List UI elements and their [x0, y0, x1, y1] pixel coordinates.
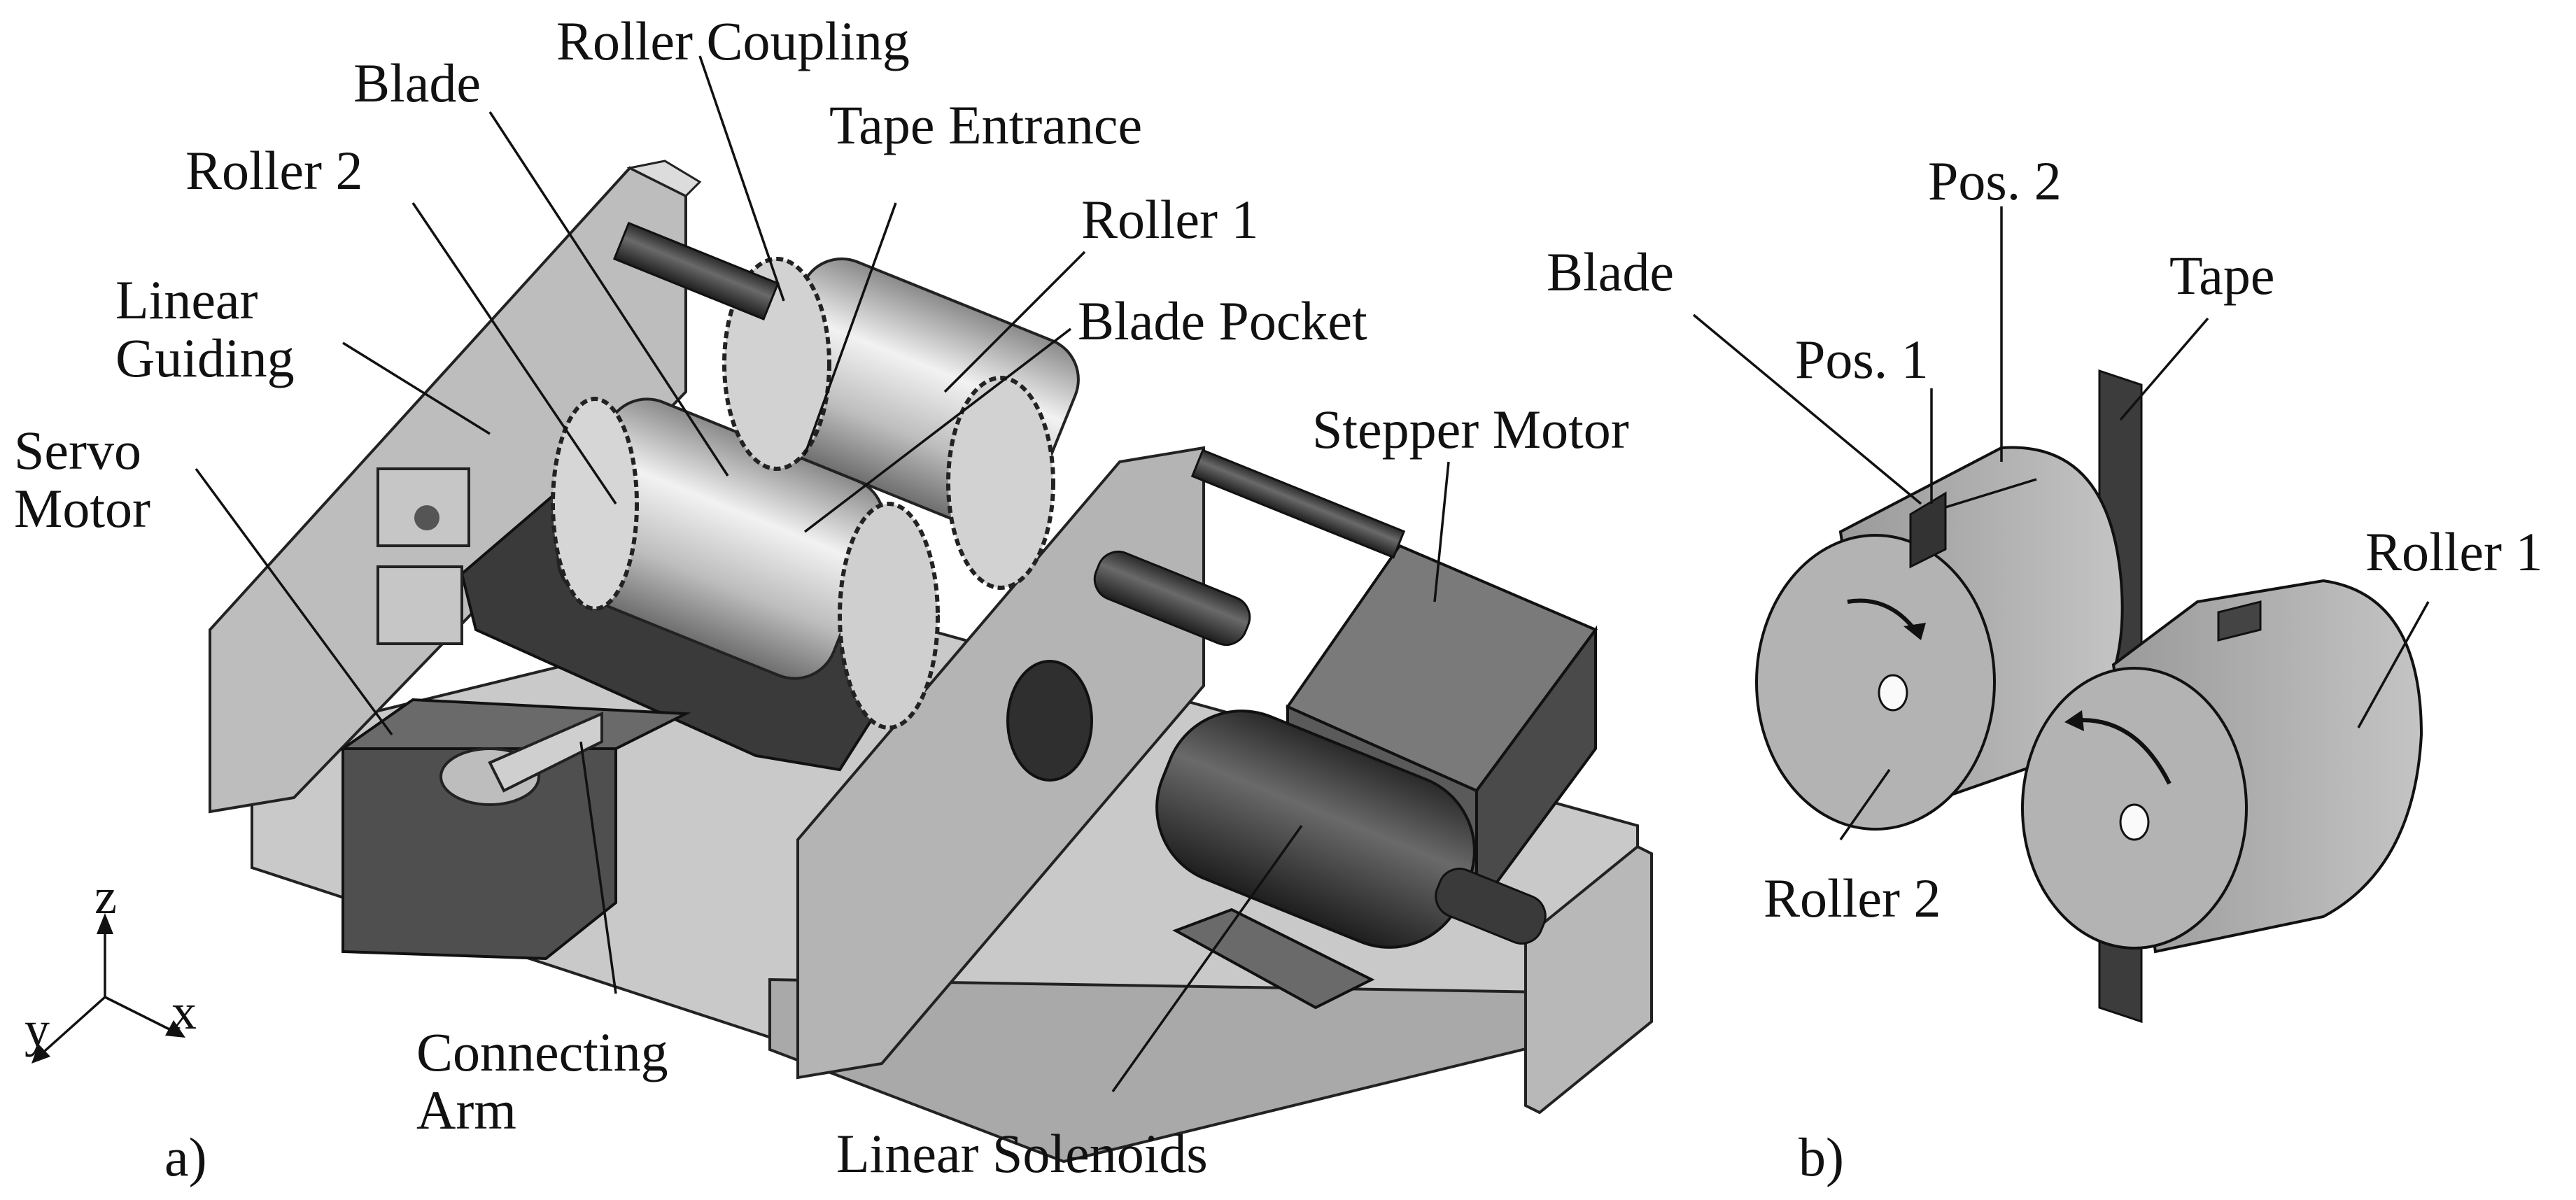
linear-guide-block-2 [376, 565, 463, 645]
left-frame-edge [626, 160, 702, 197]
label-roller-1: Roller 1 [1081, 189, 1258, 250]
connecting-arm [488, 711, 603, 793]
roller-1-arrow-head [2064, 710, 2084, 731]
label-roller-1-b: Roller 1 [2365, 521, 2542, 582]
leader-blade-b [1692, 313, 1922, 505]
label-pos-1: Pos. 1 [1795, 329, 1929, 390]
base-plate-edge [768, 977, 1639, 1164]
gear-roller-1-back [946, 376, 1055, 590]
leader-tape-entrance [803, 202, 897, 456]
axis-x-label: x [171, 984, 197, 1040]
linear-guide-hole [414, 505, 439, 530]
leader-roller-1-b [2357, 601, 2430, 728]
panel-b-leaders [1692, 206, 2430, 841]
label-tape: Tape [2169, 245, 2274, 306]
label-linear-solenoids: Linear Solenoids [836, 1123, 1208, 1184]
roller-1-detail [2021, 579, 2423, 954]
blade-pocket-slot [2217, 600, 2262, 642]
roller-2-face [1755, 534, 1996, 831]
roller-1-rotation-arrow [2071, 718, 2172, 785]
leader-roller-2 [411, 202, 617, 504]
leader-tape [2119, 317, 2209, 421]
right-frame [796, 446, 1205, 1080]
label-blade-b: Blade [1547, 241, 1674, 302]
panel-b-labels: Pos. 2 Blade Tape Pos. 1 Roller 1 Roller… [1547, 150, 2542, 1187]
leader-roller-2-b [1839, 768, 1891, 841]
label-linear-guiding-line2: Guiding [115, 327, 295, 388]
label-stepper-motor: Stepper Motor [1312, 399, 1629, 460]
leader-stepper-motor [1433, 461, 1450, 602]
leader-blade-pocket [803, 327, 1072, 533]
label-connecting-arm-line1: Connecting [416, 1022, 668, 1082]
leader-roller-1 [943, 250, 1086, 393]
axis-y-label: y [24, 1001, 50, 1057]
right-bracket [1524, 845, 1653, 1115]
coordinate-axes: z x y [24, 868, 197, 1064]
label-roller-coupling: Roller Coupling [556, 10, 910, 71]
label-linear-guiding-line1: Linear [115, 269, 258, 330]
axis-z-arrow [97, 913, 113, 934]
label-blade-pocket: Blade Pocket [1078, 290, 1367, 351]
panel-a-leaders [195, 55, 1450, 1093]
panel-b-drawing [1755, 369, 2423, 1024]
leader-servo-motor [195, 467, 393, 736]
axis-y-arrow [31, 1044, 50, 1064]
axis-y-line [37, 996, 106, 1058]
leader-roller-coupling [698, 55, 785, 302]
label-servo-motor-line1: Servo [14, 420, 141, 481]
roller-2-slot [1945, 478, 2037, 509]
panel-a-drawing [209, 160, 1653, 1164]
gear-roller-1-front [838, 502, 940, 730]
axis-z-label: z [94, 868, 117, 924]
linear-solenoid-small [1006, 660, 1093, 782]
panel-a-labels: Roller Coupling Blade Tape Entrance Roll… [14, 10, 1629, 1187]
axis-x-arrow [165, 1020, 185, 1038]
label-pos-2: Pos. 2 [1928, 150, 2062, 211]
shaft-upper [612, 221, 780, 320]
blade-element [1909, 491, 1947, 569]
label-connecting-arm-line2: Arm [416, 1080, 516, 1141]
label-servo-motor-line2: Motor [14, 478, 150, 539]
label-roller-2: Roller 2 [185, 140, 363, 201]
label-tape-entrance: Tape Entrance [829, 94, 1142, 155]
label-roller-2-b: Roller 2 [1764, 868, 1941, 929]
roller-2-hole [1878, 674, 1908, 712]
caption-panel-b: b) [1799, 1127, 1844, 1187]
stepper-motor-face [1475, 625, 1597, 915]
leader-blade [488, 111, 729, 477]
stepper-shaft [1190, 449, 1406, 559]
roller-2-arrow-head [1903, 623, 1926, 640]
leader-linear-solenoids [1111, 824, 1303, 1093]
label-blade: Blade [353, 52, 481, 113]
leader-linear-guiding [342, 341, 491, 435]
axis-x-line [104, 996, 176, 1033]
caption-panel-a: a) [164, 1127, 207, 1187]
leader-connecting-arm [579, 741, 617, 994]
solenoid-rod [1093, 551, 1251, 646]
roller-1-hole [2119, 803, 2150, 841]
solenoid-output-shaft [1435, 868, 1547, 945]
gear-roller-2 [551, 397, 639, 611]
